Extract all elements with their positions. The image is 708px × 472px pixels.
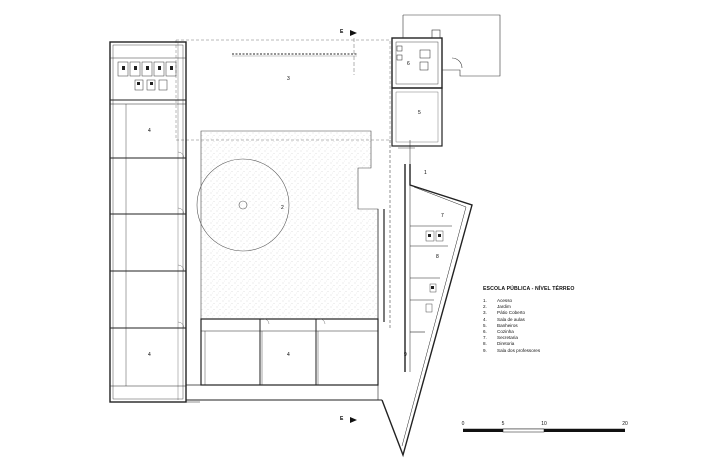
section-marker-top: E [340,29,344,35]
bottom-door-swings [263,318,326,325]
legend-item-number: 2. [483,304,487,310]
legend-list: 1. Acesso 2. Jardim 3. Pátio Coberto 4. Sala… [483,298,593,354]
legend-item-label: Jardim [497,304,511,310]
legend-item-number: 4. [483,316,487,322]
covered-patio-outline [175,39,391,141]
room-label-direction: 8 [436,254,439,260]
scale-bar [463,428,625,433]
wing-fixtures [428,234,441,289]
legend-item-number: 5. [483,322,487,328]
legend-title: ESCOLA PÚBLICA - NÍVEL TÉRREO [483,286,575,292]
room-label-kitchen: 6 [407,61,410,67]
section-arrow-bottom [350,417,357,423]
restroom-fixtures [122,66,173,85]
legend-item: 1. Acesso [483,298,593,304]
scale-label-0: 0 [461,421,465,427]
right-corridor [377,140,415,400]
triangular-wing [381,164,473,458]
room-label-classroom-bottom: 4 [287,352,290,358]
legend-item-label: Sala dos professores [497,347,541,353]
legend-item-number: 1. [483,298,487,303]
room-label-restroom: 5 [418,110,421,116]
section-marker-bottom: E [340,416,344,422]
legend-item-number: 6. [483,329,487,335]
legend: ESCOLA PÚBLICA - NÍVEL TÉRREO 1. Acesso 2… [483,286,593,354]
section-arrow-top [350,30,357,36]
legend-item-number: 8. [483,341,487,347]
garden-center-mark [238,200,248,210]
room-label-secretary: 7 [441,213,444,219]
scale-label-5: 5 [501,421,505,427]
scale-label-20: 20 [622,421,628,427]
legend-item-number: 9. [483,347,487,353]
outbuilding [402,14,501,77]
legend-item: 8. Diretoria [483,341,593,347]
legend-item: 9. Sala dos professores [483,348,593,354]
legend-item-number: 3. [483,310,487,316]
room-label-access: 1 [424,170,427,176]
kitchen-block [391,37,443,147]
scale-label-10: 10 [541,421,547,427]
legend-item: 5. Banheiros [483,323,593,329]
legend-item-number: 7. [483,335,487,341]
room-label-classroom-left-top: 4 [148,128,151,134]
restroom-stalls [110,57,186,91]
legend-item-label: Secretaria [497,335,518,341]
legend-item: 6. Cozinha [483,329,593,335]
legend-item: 3. Pátio Coberto [483,310,593,316]
legend-item-label: Banheiros [497,322,518,328]
room-label-teachers: 9 [404,352,407,358]
legend-item-label: Sala de aulas [497,316,525,322]
legend-item-label: Acesso [497,298,513,303]
left-classroom-block [109,41,187,403]
garden-circle [196,158,290,252]
legend-item-label: Cozinha [497,329,514,335]
left-door-swings [177,151,185,329]
room-label-classroom-left-bottom: 4 [148,352,151,358]
bottom-classroom-block [110,318,382,403]
legend-item: 2. Jardim [483,304,593,310]
legend-item: 4. Sala de aulas [483,317,593,323]
garden-area [200,130,379,320]
legend-item-label: Pátio Coberto [497,310,526,316]
legend-item: 7. Secretaria [483,335,593,341]
room-label-patio: 3 [287,76,290,82]
room-label-garden: 2 [281,205,284,211]
legend-item-label: Diretoria [497,341,515,347]
